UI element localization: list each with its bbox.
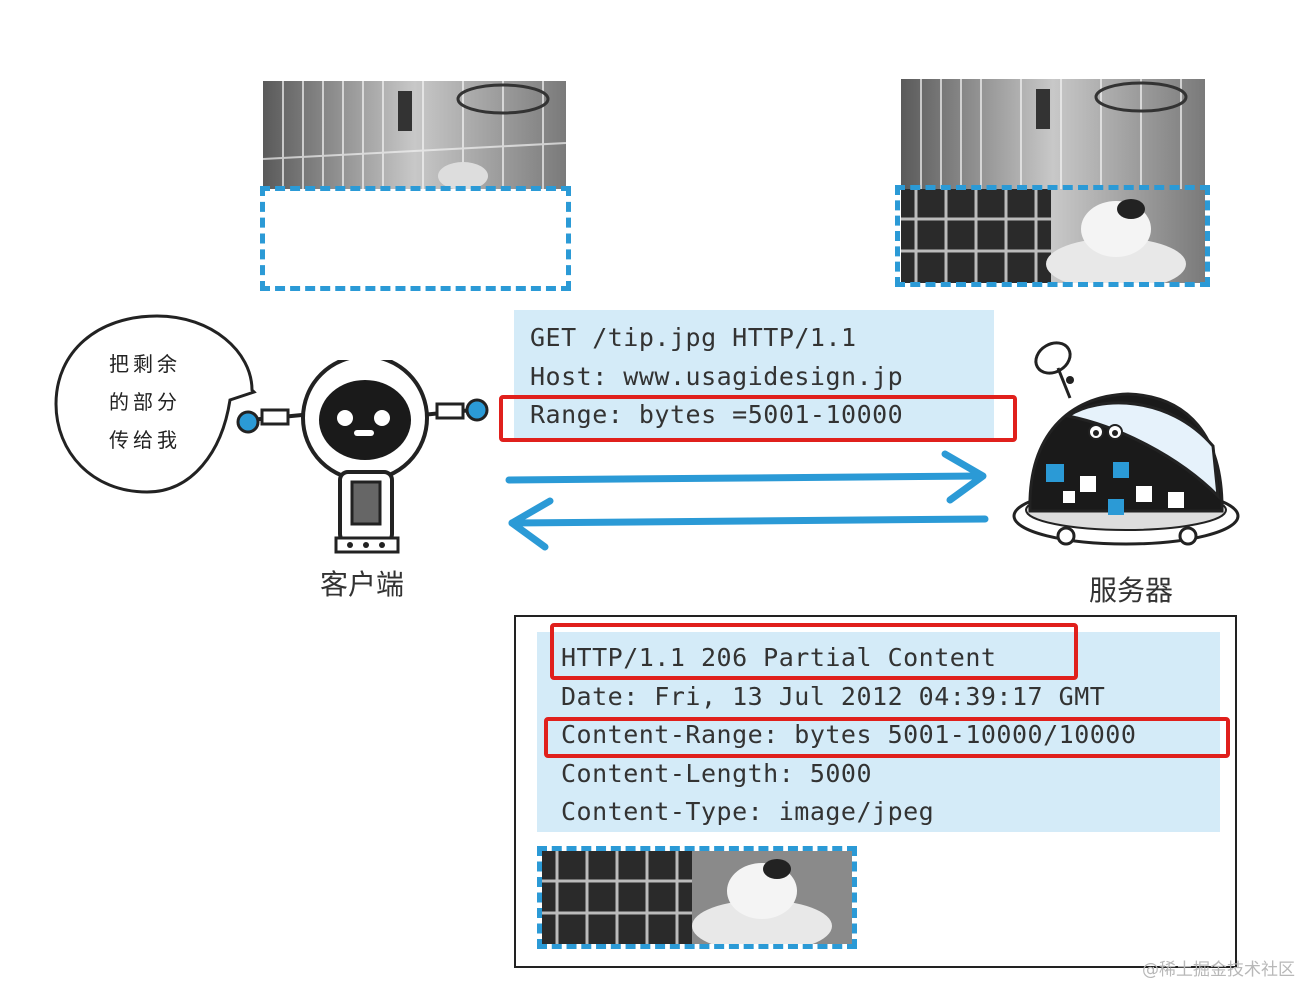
- bubble-line-1: 把剩余: [109, 352, 181, 376]
- response-image-outline: [537, 846, 857, 949]
- speech-bubble: [54, 314, 257, 494]
- image-top-half-graphic: [263, 81, 566, 189]
- image-lower-half-graphic: [542, 851, 852, 944]
- status-line-highlight: [550, 623, 1078, 680]
- bubble-line-3: 传给我: [109, 428, 181, 452]
- image-full-graphic: [901, 79, 1205, 283]
- request-line: GET /tip.jpg HTTP/1.1: [530, 323, 857, 352]
- robot-server-icon: [1012, 341, 1240, 546]
- bubble-line-2: 的部分: [109, 390, 181, 414]
- response-message: [537, 632, 1220, 832]
- partial-image-top-left: [263, 81, 566, 189]
- server-label: 服务器: [1089, 574, 1174, 607]
- arrow-right-icon: [505, 450, 987, 504]
- response-content-type-header: Content-Type: image/jpeg: [561, 797, 935, 826]
- request-message: [514, 310, 994, 440]
- request-range-header: Range: bytes =5001-10000: [530, 400, 904, 429]
- robot-client-icon: [236, 360, 489, 554]
- watermark: @稀土掘金技术社区: [1142, 960, 1295, 980]
- arrow-left-icon: [508, 497, 989, 551]
- response-image-fragment: [542, 851, 852, 944]
- full-image-lower-half-outline: [895, 185, 1210, 287]
- missing-part-placeholder: [260, 186, 571, 291]
- content-range-highlight: [544, 717, 1230, 758]
- request-host-header: Host: www.usagidesign.jp: [530, 362, 904, 391]
- range-header-highlight: [499, 395, 1017, 442]
- response-content-length-header: Content-Length: 5000: [561, 759, 873, 788]
- response-status-line: HTTP/1.1 206 Partial Content: [561, 643, 997, 672]
- full-image-top-right: [901, 79, 1205, 283]
- response-content-range-header: Content-Range: bytes 5001-10000/10000: [561, 720, 1137, 749]
- response-date-header: Date: Fri, 13 Jul 2012 04:39:17 GMT: [561, 682, 1106, 711]
- client-label: 客户端: [320, 568, 405, 601]
- bubble-text: 把剩余 的部分 传给我: [80, 345, 210, 459]
